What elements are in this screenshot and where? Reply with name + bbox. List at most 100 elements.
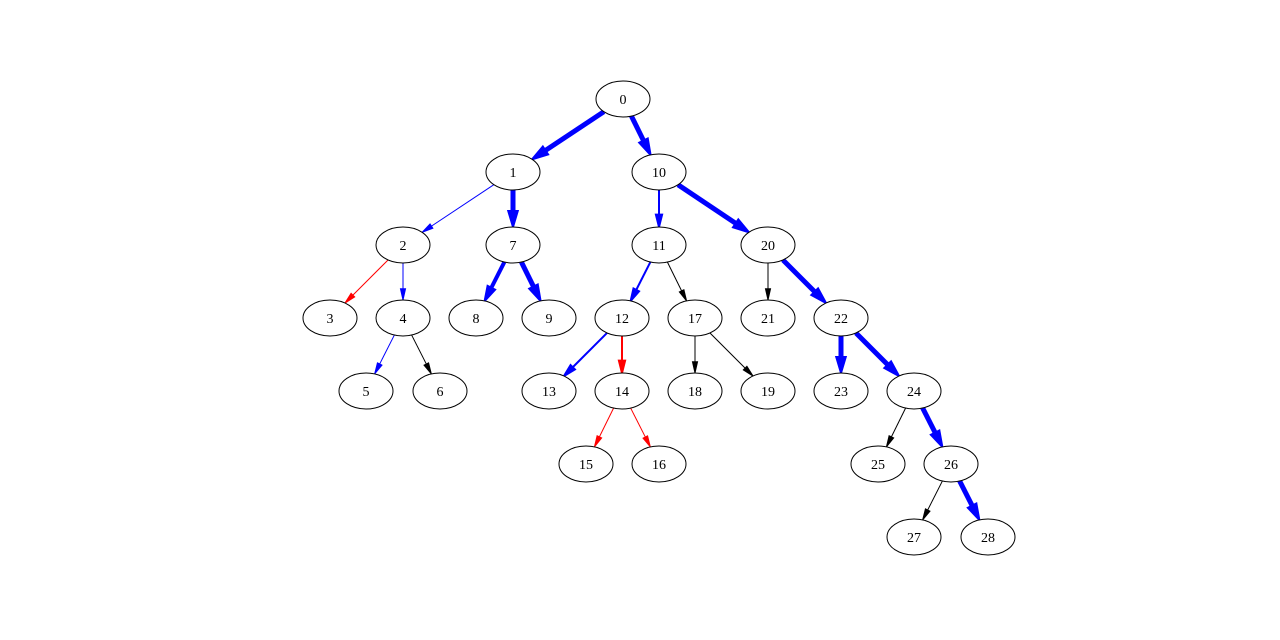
edge-line [431,184,495,227]
node-8: 8 [448,299,504,337]
edge-17-18 [691,336,699,374]
node-ellipse [412,372,468,410]
node-ellipse [631,226,687,264]
node-21: 21 [740,299,796,337]
node-ellipse [813,372,869,410]
node-ellipse [631,153,687,191]
node-label: 5 [363,385,370,400]
edge-20-21 [764,263,772,301]
node-ellipse [594,299,650,337]
node-4: 4 [375,299,431,337]
arrowhead-icon [482,284,497,305]
edge-line [927,480,943,511]
arrowhead-icon [617,359,627,374]
node-label: 23 [834,385,848,400]
arrowhead-icon [809,286,829,306]
node-ellipse [740,299,796,337]
node-ellipse [448,299,504,337]
node-ellipse [631,445,687,483]
node-13: 13 [521,372,577,410]
edge-11-12 [629,261,652,302]
node-ellipse [338,372,394,410]
node-label: 25 [871,458,885,473]
arrowhead-icon [374,362,383,375]
node-label: 10 [652,166,666,181]
node-label: 0 [620,93,627,108]
arrowhead-icon [421,223,434,233]
edge-line [489,261,507,289]
arrowhead-icon [678,289,688,302]
node-15: 15 [558,445,614,483]
node-label: 12 [615,312,629,327]
node-ellipse [886,372,942,410]
node-label: 20 [761,239,775,254]
edge-line [709,332,746,369]
node-14: 14 [594,372,650,410]
arrowhead-icon [885,435,895,448]
node-16: 16 [631,445,687,483]
node-label: 17 [688,312,702,327]
edge-line [920,406,938,434]
node-22: 22 [813,299,869,337]
edge-11-17 [666,261,688,302]
arrowhead-icon [691,361,699,374]
edge-14-15 [593,407,615,448]
edge-2-3 [344,259,389,304]
node-label: 22 [834,312,848,327]
node-label: 11 [652,239,665,254]
node-ellipse [740,372,796,410]
node-label: 26 [944,458,958,473]
arrowhead-icon [399,288,407,301]
node-ellipse [521,372,577,410]
node-24: 24 [886,372,942,410]
node-label: 18 [688,385,702,400]
arrowhead-icon [731,217,752,235]
node-label: 6 [437,385,444,400]
node-label: 28 [981,531,995,546]
edge-line [854,331,890,367]
node-3: 3 [302,299,358,337]
node-20: 20 [740,226,796,264]
edge-line [572,332,608,368]
node-label: 24 [907,385,921,400]
edge-line [598,407,615,438]
edge-1-7 [506,190,520,231]
node-ellipse [667,299,723,337]
node-ellipse [960,518,1016,556]
arrowhead-icon [764,288,772,301]
node-0: 0 [595,80,651,118]
edge-4-5 [374,334,395,375]
node-label: 16 [652,458,666,473]
node-ellipse [302,299,358,337]
edge-24-26 [920,406,944,451]
node-label: 2 [400,239,407,254]
arrowhead-icon [629,287,641,302]
edge-line [411,334,427,365]
node-11: 11 [631,226,687,264]
edges-layer [344,109,981,524]
node-label: 4 [400,312,407,327]
node-ellipse [485,153,541,191]
node-label: 3 [327,312,334,327]
node-ellipse [595,80,651,118]
node-18: 18 [667,372,723,410]
edge-12-14 [617,336,627,374]
arrowhead-icon [742,365,754,377]
edge-line [890,407,907,438]
edge-line [666,261,683,292]
arrowhead-icon [506,210,520,231]
edge-line [630,407,646,438]
arrowhead-icon [527,282,543,305]
arrowhead-icon [563,363,577,377]
node-ellipse [558,445,614,483]
node-2: 2 [375,226,431,264]
edge-line [519,260,536,288]
edge-line [676,182,738,226]
node-6: 6 [412,372,468,410]
edge-26-28 [957,479,981,524]
node-label: 7 [510,239,517,254]
node-10: 10 [631,153,687,191]
node-label: 8 [473,312,480,327]
node-label: 1 [510,166,517,181]
node-25: 25 [850,445,906,483]
